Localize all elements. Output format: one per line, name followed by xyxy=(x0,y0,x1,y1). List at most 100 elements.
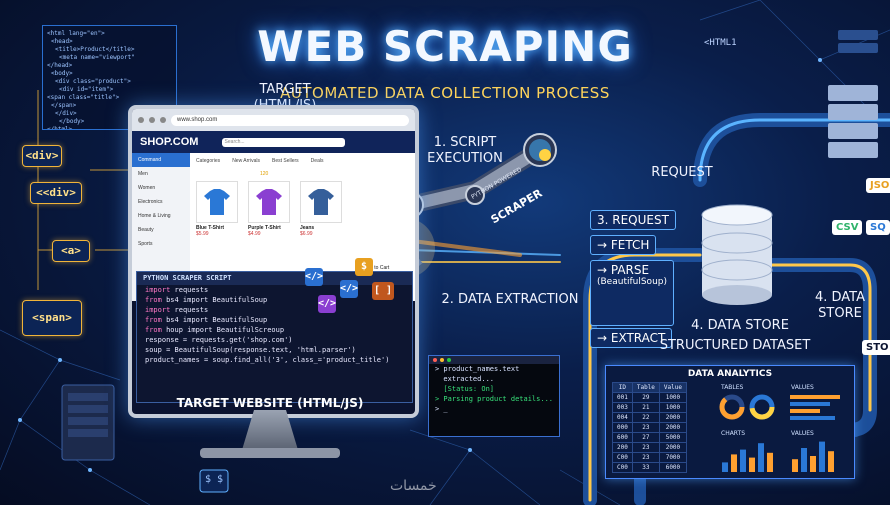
product-image[interactable] xyxy=(248,181,290,223)
product-price: $5.99 xyxy=(196,231,209,237)
shop-logo[interactable]: SHOP.COM xyxy=(140,136,199,148)
code-text: houp import BeautifulScreoup xyxy=(161,326,285,334)
html-code-line: </body> xyxy=(59,118,85,125)
script-code-line: import requests xyxy=(137,285,412,295)
sql-file-icon: SQ xyxy=(866,220,890,235)
panel-label: VALUES xyxy=(791,384,814,391)
add-to-cart-button[interactable]: Add to Cart xyxy=(364,265,390,271)
product-card[interactable]: Jeans$6.99 xyxy=(300,181,344,237)
code-text: soup = BeautifulSoup(response.text, 'htm… xyxy=(145,346,356,354)
shop-nav-item[interactable]: Deals xyxy=(310,158,324,164)
rating: 120 xyxy=(260,171,269,177)
product-card[interactable]: Blue T-Shirt$5.99 xyxy=(196,181,240,237)
sidebar-item[interactable]: Women xyxy=(138,185,156,191)
panel-label: CHARTS xyxy=(721,430,746,437)
table-cell: 600 xyxy=(612,432,633,443)
browser-dot xyxy=(138,117,144,123)
sidebar-item[interactable]: Sports xyxy=(138,241,153,247)
script-code-line: import requests xyxy=(137,305,412,315)
chart-bar xyxy=(819,441,825,472)
sidebar-item[interactable]: Home & Living xyxy=(138,213,171,219)
browser-url[interactable]: www.shop.com xyxy=(171,114,409,126)
terminal-line: extracted... xyxy=(435,375,495,383)
sidebar-item[interactable]: Men xyxy=(138,171,148,177)
script-code-line: from bs4 import BeautifulSoup xyxy=(137,295,412,305)
step-extract: → EXTRACT xyxy=(590,328,673,348)
browser-bar: www.shop.com xyxy=(132,109,415,131)
sidebar-item[interactable]: Beauty xyxy=(138,227,154,233)
shop-search-input[interactable]: Search... xyxy=(221,137,345,147)
product-name: Purple T-Shirt xyxy=(248,225,281,231)
table-cell: 23 xyxy=(631,442,660,453)
step-script-execution: 1. SCRIPT EXECUTION xyxy=(427,135,503,166)
html-code-line: <body> xyxy=(51,70,73,77)
html-code-line: <title>Product</title> xyxy=(55,46,135,53)
html-code-line: <div class="product"> xyxy=(55,78,131,85)
table-cell: 23 xyxy=(631,422,660,433)
chart-bar xyxy=(758,443,764,472)
chart-bar xyxy=(731,454,737,472)
product-price: $6.99 xyxy=(300,231,313,237)
table-header: Value xyxy=(658,382,687,393)
table-cell: 2000 xyxy=(658,442,687,453)
div-tag-box-2: <<div> xyxy=(30,182,82,204)
anchor-tag-box: <a> xyxy=(52,240,90,262)
json-file-icon: JSO xyxy=(866,178,890,193)
shop-nav-item[interactable]: Best Sellers xyxy=(271,158,299,164)
dollar-token: $ xyxy=(355,258,373,276)
structured-dataset-label: STRUCTURED DATASET xyxy=(659,338,811,353)
terminal-dot xyxy=(433,358,437,362)
bar-chart-left xyxy=(722,443,773,472)
page-subtitle: AUTOMATED DATA COLLECTION PROCESS xyxy=(280,84,610,102)
table-cell: 23 xyxy=(631,452,660,463)
sidebar-item[interactable]: Electronics xyxy=(138,199,163,205)
product-image[interactable] xyxy=(300,181,342,223)
code-text: requests xyxy=(170,286,209,294)
donut-charts xyxy=(719,394,775,420)
table-cell: 003 xyxy=(612,402,633,413)
target-monitor: www.shop.com SHOP.COM Search... Categori… xyxy=(128,105,419,418)
chart-bar xyxy=(828,451,834,472)
code-token: </> xyxy=(305,268,323,286)
shop-nav-item[interactable]: Categories xyxy=(196,158,221,164)
shop-nav-item[interactable]: New Arrivals xyxy=(232,158,260,164)
table-cell: 5000 xyxy=(658,432,687,443)
table-cell: 2000 xyxy=(658,422,687,433)
parse-sub: (BeautifulSoup) xyxy=(597,277,667,287)
span-tag-box: <span> xyxy=(22,300,82,336)
terminal-dot xyxy=(447,358,451,362)
monitor-base xyxy=(200,448,340,458)
chart-bar xyxy=(792,459,798,472)
chart-bar xyxy=(749,457,755,472)
dashboard-title: DATA ANALYTICS xyxy=(687,369,773,379)
chart-bar xyxy=(767,452,773,472)
server-rack-left xyxy=(61,384,115,461)
product-name: Blue T-Shirt xyxy=(196,225,225,231)
product-image[interactable] xyxy=(196,181,238,223)
code-text: response = requests.get('shop.com') xyxy=(145,336,293,344)
sidebar-item[interactable]: Command xyxy=(132,153,190,167)
step-data-extraction: 2. DATA EXTRACTION xyxy=(441,292,579,307)
browser-dot xyxy=(149,117,155,123)
code-token: </> xyxy=(340,280,358,298)
html-code-line: <head> xyxy=(51,38,73,45)
table-cell: 1000 xyxy=(658,392,687,403)
html-code-line: </html> xyxy=(47,126,73,130)
code-icon: $ $ xyxy=(205,474,224,485)
table-cell: 004 xyxy=(612,412,633,423)
product-card[interactable]: Purple T-Shirt$4.99 xyxy=(248,181,292,237)
code-text: product_names = soup.find_all('3', class… xyxy=(145,356,390,364)
html-label-top: <HTML1 xyxy=(704,38,737,48)
terminal-line: > _ xyxy=(435,405,448,413)
